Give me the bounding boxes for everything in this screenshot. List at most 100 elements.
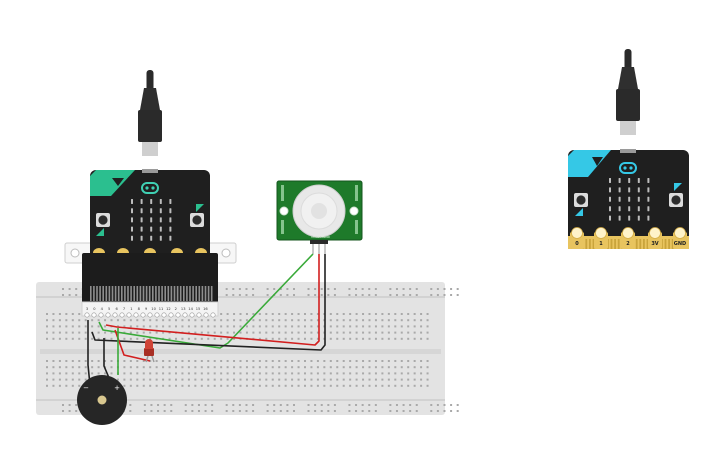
breadboard-hole[interactable]	[78, 337, 81, 340]
breadboard-hole[interactable]	[310, 337, 313, 340]
breadboard-hole[interactable]	[291, 325, 294, 328]
breadboard-hole[interactable]	[436, 294, 439, 296]
breadboard-hole[interactable]	[362, 378, 365, 381]
breadboard-hole[interactable]	[129, 366, 132, 369]
breadboard-hole[interactable]	[181, 319, 184, 322]
breadboard-hole[interactable]	[394, 360, 397, 362]
breakout-pin[interactable]	[112, 312, 118, 318]
breadboard-hole[interactable]	[52, 360, 55, 362]
breadboard-hole[interactable]	[407, 372, 410, 375]
breadboard-hole[interactable]	[104, 325, 107, 328]
breadboard-hole[interactable]	[232, 410, 235, 412]
breadboard-hole[interactable]	[175, 378, 177, 381]
breadboard-hole[interactable]	[266, 410, 269, 412]
breadboard-hole[interactable]	[129, 325, 132, 328]
breadboard-hole[interactable]	[336, 331, 339, 334]
breadboard-hole[interactable]	[323, 372, 326, 375]
breadboard-hole[interactable]	[266, 288, 269, 290]
breadboard-hole[interactable]	[226, 319, 229, 322]
breadboard-hole[interactable]	[389, 288, 392, 290]
breadboard-hole[interactable]	[142, 378, 145, 381]
breadboard-hole[interactable]	[362, 366, 365, 369]
breakout-pin[interactable]	[189, 312, 195, 318]
breadboard-hole[interactable]	[220, 337, 223, 340]
breadboard-hole[interactable]	[394, 337, 397, 340]
breadboard-hole[interactable]	[420, 378, 423, 381]
breadboard-hole[interactable]	[136, 378, 139, 381]
breadboard-hole[interactable]	[233, 360, 236, 362]
breadboard-hole[interactable]	[426, 319, 429, 322]
breadboard-hole[interactable]	[71, 378, 74, 381]
breakout-pin[interactable]	[203, 312, 209, 318]
breadboard-hole[interactable]	[71, 366, 74, 369]
breadboard-hole[interactable]	[342, 331, 345, 334]
breadboard-hole[interactable]	[402, 288, 405, 290]
breadboard-hole[interactable]	[155, 378, 158, 381]
breadboard-hole[interactable]	[265, 331, 268, 334]
breadboard-hole[interactable]	[420, 331, 423, 334]
breadboard-hole[interactable]	[71, 337, 74, 340]
breadboard-hole[interactable]	[381, 366, 384, 369]
breadboard-hole[interactable]	[194, 331, 197, 334]
breadboard-hole[interactable]	[104, 360, 107, 362]
breadboard-hole[interactable]	[304, 360, 306, 362]
breadboard-hole[interactable]	[409, 410, 412, 412]
edge-pin-hole[interactable]	[622, 227, 634, 239]
breadboard-hole[interactable]	[162, 331, 165, 334]
breadboard-hole[interactable]	[245, 410, 248, 412]
breadboard-hole[interactable]	[71, 319, 74, 322]
breadboard-hole[interactable]	[394, 319, 397, 322]
breadboard-hole[interactable]	[58, 331, 61, 334]
breadboard-hole[interactable]	[187, 331, 190, 334]
breadboard-hole[interactable]	[220, 313, 223, 315]
breadboard-hole[interactable]	[413, 313, 416, 315]
breadboard-hole[interactable]	[213, 337, 216, 340]
breadboard-hole[interactable]	[314, 294, 317, 296]
breadboard-hole[interactable]	[225, 294, 228, 296]
breadboard-hole[interactable]	[181, 372, 184, 375]
breadboard-hole[interactable]	[407, 384, 410, 387]
breadboard-hole[interactable]	[233, 325, 236, 328]
breadboard-hole[interactable]	[291, 337, 294, 340]
breadboard-hole[interactable]	[407, 325, 410, 328]
breadboard-hole[interactable]	[149, 372, 152, 375]
breadboard-hole[interactable]	[65, 325, 68, 328]
breadboard-hole[interactable]	[407, 378, 410, 381]
breadboard-hole[interactable]	[91, 337, 94, 340]
breadboard-hole[interactable]	[329, 360, 332, 362]
breadboard-hole[interactable]	[400, 319, 403, 322]
breadboard-hole[interactable]	[409, 294, 412, 296]
breadboard-hole[interactable]	[104, 319, 107, 322]
breadboard-hole[interactable]	[162, 384, 165, 387]
breadboard-hole[interactable]	[194, 384, 197, 387]
breadboard-hole[interactable]	[329, 325, 332, 328]
breadboard-hole[interactable]	[220, 384, 223, 387]
breakout-pin[interactable]	[175, 312, 181, 318]
breadboard-hole[interactable]	[226, 378, 229, 381]
breadboard-hole[interactable]	[71, 384, 74, 387]
breadboard-hole[interactable]	[258, 378, 261, 381]
breakout-pin[interactable]	[126, 312, 132, 318]
breadboard-hole[interactable]	[368, 288, 371, 290]
breadboard-hole[interactable]	[143, 410, 146, 412]
breadboard-hole[interactable]	[52, 331, 55, 334]
breadboard-hole[interactable]	[304, 337, 306, 340]
breadboard-hole[interactable]	[381, 325, 384, 328]
breadboard-hole[interactable]	[52, 313, 55, 315]
breadboard-hole[interactable]	[368, 319, 371, 322]
breadboard-hole[interactable]	[314, 288, 317, 290]
breadboard-hole[interactable]	[286, 288, 289, 290]
breadboard-hole[interactable]	[233, 313, 236, 315]
breadboard-hole[interactable]	[316, 331, 319, 334]
breadboard-hole[interactable]	[207, 337, 210, 340]
breadboard-hole[interactable]	[52, 384, 55, 387]
breadboard-hole[interactable]	[245, 325, 248, 328]
breadboard-hole[interactable]	[232, 288, 235, 290]
breadboard-hole[interactable]	[207, 372, 210, 375]
breadboard-hole[interactable]	[456, 410, 459, 412]
breadboard-hole[interactable]	[333, 404, 336, 406]
breakout-pin[interactable]	[182, 312, 188, 318]
breadboard-hole[interactable]	[78, 360, 81, 362]
breadboard-hole[interactable]	[278, 360, 281, 362]
breadboard-hole[interactable]	[387, 337, 390, 340]
